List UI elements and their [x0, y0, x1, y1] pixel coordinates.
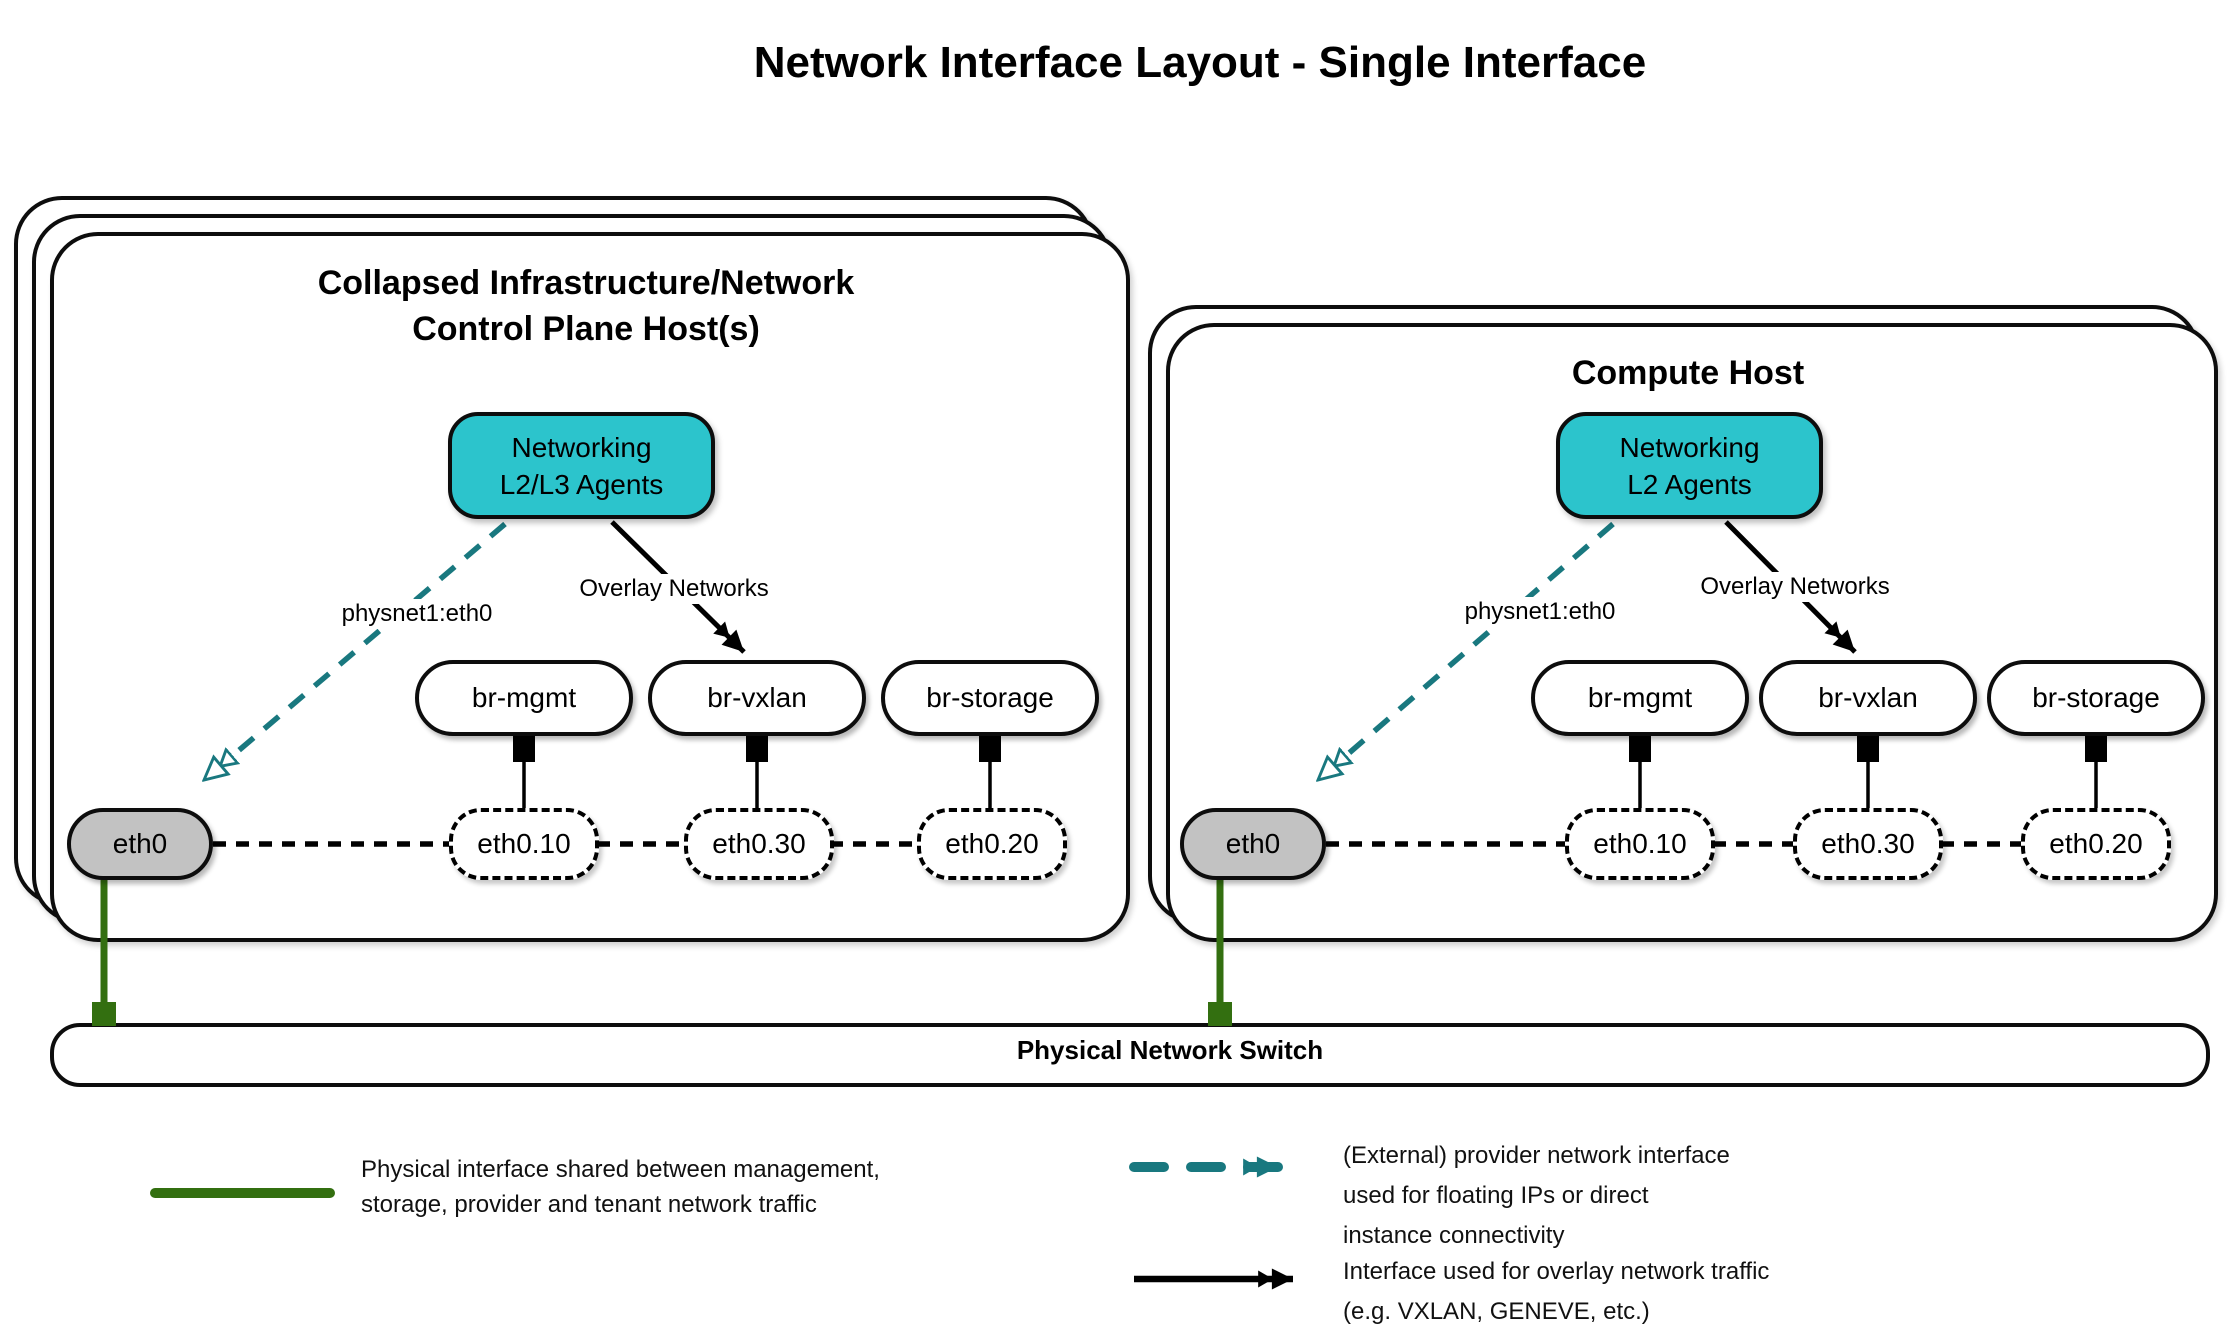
legend-item-label: Interface used for overlay network traff… [1343, 1258, 1770, 1325]
bridge-node: br-storage [881, 660, 1099, 736]
physical-interface-node: eth0 [1180, 808, 1326, 880]
provider-arrow [204, 521, 507, 783]
subinterface-node: eth0.10 [449, 808, 599, 880]
physical-interface-node: eth0 [67, 808, 213, 880]
overlay-networks-label: Overlay Networks [1694, 572, 1896, 602]
subinterface-node: eth0.20 [2021, 808, 2171, 880]
legend-item-label: Physical interface shared between manage… [361, 1156, 880, 1218]
control-plane-host-title: Collapsed Infrastructure/Network Control… [317, 264, 855, 348]
physical-network-switch-bar [50, 1023, 2210, 1087]
bridge-node: br-storage [1987, 660, 2205, 736]
physical-network-switch-label: Physical Network Switch [1016, 1035, 1324, 1065]
provider-network-label: physnet1:eth0 [335, 599, 499, 629]
overlay-networks-label: Overlay Networks [573, 574, 775, 604]
bridge-node: br-vxlan [1759, 660, 1977, 736]
subinterface-node: eth0.30 [684, 808, 834, 880]
bridge-node: br-vxlan [648, 660, 866, 736]
subinterface-node: eth0.20 [917, 808, 1067, 880]
networking-agents-node: Networking L2 Agents [1556, 412, 1823, 519]
subinterface-node: eth0.30 [1793, 808, 1943, 880]
provider-network-label: physnet1:eth0 [1458, 597, 1622, 627]
bridge-node: br-mgmt [415, 660, 633, 736]
subinterface-node: eth0.10 [1565, 808, 1715, 880]
switch-port [1208, 1002, 1232, 1026]
legend-item-label: (External) provider network interface us… [1343, 1142, 1730, 1249]
switch-port [92, 1002, 116, 1026]
networking-agents-node: Networking L2/L3 Agents [448, 412, 715, 519]
compute-host-title: Compute Host [1571, 354, 1805, 392]
provider-arrow [1318, 521, 1615, 780]
bridge-node: br-mgmt [1531, 660, 1749, 736]
page-title: Network Interface Layout - Single Interf… [753, 38, 1647, 87]
